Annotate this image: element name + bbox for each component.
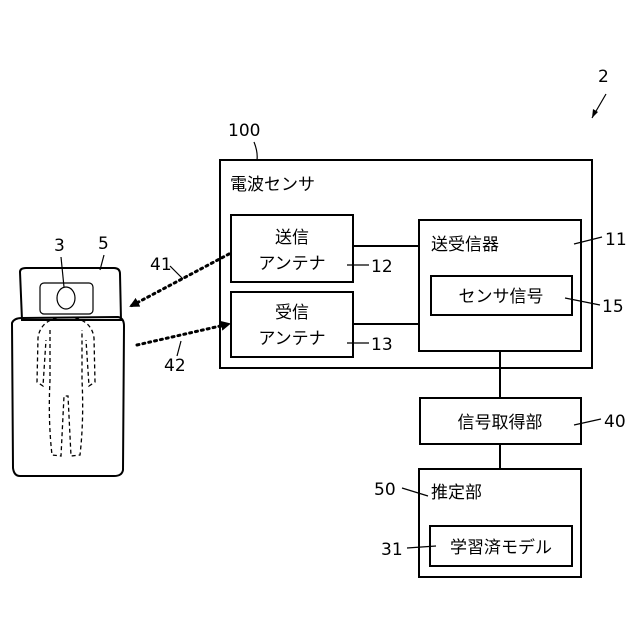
radio-wave-tx-ref: 41 bbox=[150, 255, 172, 275]
transceiver-title: 送受信器 bbox=[431, 235, 499, 255]
trained-model-label: 学習済モデル bbox=[450, 537, 552, 558]
radio-sensor-title: 電波センサ bbox=[230, 175, 315, 195]
tx-antenna-label-line1: 送信 bbox=[275, 228, 309, 248]
person-right-arm bbox=[75, 318, 95, 386]
signal-acquisition-label: 信号取得部 bbox=[458, 413, 543, 433]
estimator-ref: 50 bbox=[374, 480, 396, 500]
rx-antenna-label-line2: アンテナ bbox=[258, 329, 325, 349]
sensor-signal-label: センサ信号 bbox=[459, 287, 544, 307]
estimator-title: 推定部 bbox=[431, 483, 482, 503]
radio-wave-tx-leader bbox=[170, 266, 183, 279]
bed-ref: 5 bbox=[98, 234, 109, 254]
person-torso-legs bbox=[49, 330, 82, 456]
figure-reference: 2 bbox=[592, 67, 609, 118]
person-ref: 3 bbox=[54, 236, 65, 256]
rx-antenna-ref: 13 bbox=[371, 335, 393, 355]
signal-acquisition-ref: 40 bbox=[604, 412, 626, 432]
radio-wave-tx: 41 bbox=[131, 254, 229, 306]
transceiver-ref: 11 bbox=[605, 230, 627, 250]
tx-antenna-label-line2: アンテナ bbox=[258, 254, 325, 274]
tx-antenna-ref: 12 bbox=[371, 257, 393, 277]
person-head bbox=[57, 287, 75, 309]
radio-wave-rx: 42 bbox=[137, 324, 229, 376]
radio-wave-tx-arrow bbox=[131, 254, 229, 306]
radio-wave-rx-ref: 42 bbox=[164, 356, 186, 376]
person-left-arm bbox=[37, 318, 57, 386]
transceiver-group: 送受信器 11 センサ信号 15 bbox=[419, 220, 627, 351]
estimator-group: 推定部 50 学習済モデル 31 bbox=[374, 469, 581, 577]
person-body bbox=[37, 318, 95, 456]
signal-acquisition-group: 信号取得部 40 bbox=[420, 398, 626, 444]
trained-model-ref: 31 bbox=[381, 540, 403, 560]
sensor-signal-ref: 15 bbox=[602, 297, 624, 317]
radio-sensor-ref: 100 bbox=[228, 121, 260, 141]
rx-antenna-label-line1: 受信 bbox=[275, 303, 309, 323]
radio-sensor-leader bbox=[254, 142, 257, 160]
radio-wave-rx-leader bbox=[177, 341, 181, 356]
radio-wave-rx-arrow bbox=[137, 324, 229, 345]
bed-illustration: 5 3 bbox=[12, 234, 124, 476]
figure-number: 2 bbox=[598, 67, 609, 87]
bed-headboard bbox=[20, 268, 121, 320]
